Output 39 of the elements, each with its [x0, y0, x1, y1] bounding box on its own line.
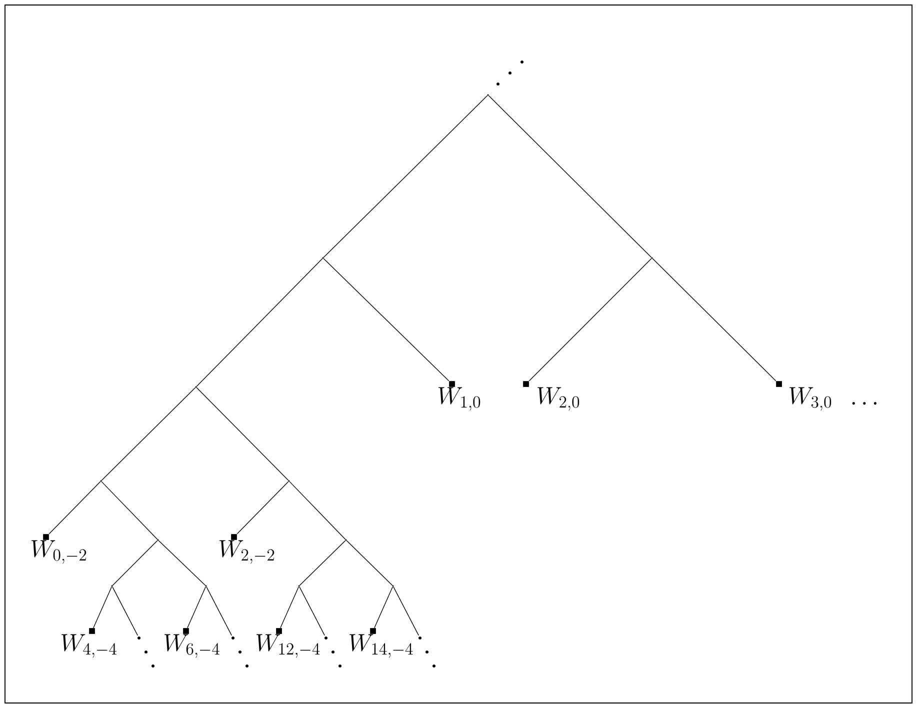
leaf-label: $W_{12,-4}$ — [256, 634, 320, 658]
leaf-label: $W_{3,0}$ — [790, 387, 832, 411]
continuation-dots: $\cdots$ — [852, 402, 876, 405]
continuation-dots — [137, 636, 155, 668]
tree-branch — [393, 586, 420, 636]
tree-branch — [652, 258, 776, 382]
tree-branch — [323, 258, 450, 382]
continuation-dots — [418, 636, 436, 668]
tree-branch — [346, 540, 393, 586]
continuation-dots — [324, 636, 342, 668]
tree-branch — [196, 387, 289, 481]
tree-branch — [289, 481, 346, 540]
leaf-label: $W_{4,-4}$ — [62, 634, 116, 658]
tree-branch — [236, 481, 289, 534]
tree-branch — [93, 586, 112, 628]
tree-branch — [112, 540, 158, 586]
tree-branch — [528, 258, 652, 382]
tree-branch — [101, 481, 158, 540]
leaf-label: $W_{6,-4}$ — [164, 634, 220, 658]
tree-branch — [374, 586, 393, 628]
tree-branch — [196, 258, 323, 387]
tree-branch — [299, 540, 346, 586]
tree-branch — [206, 586, 232, 636]
leaf-label: $W_{14,-4}$ — [350, 634, 413, 658]
tree-branch — [323, 95, 488, 258]
leaf-label: $W_{2,0}$ — [538, 387, 580, 411]
tree-branch — [280, 586, 299, 628]
leaf-label: $W_{0,-2}$ — [32, 540, 86, 564]
tree-branch — [158, 540, 206, 586]
continuation-dots — [496, 60, 524, 86]
tree-branch — [187, 586, 206, 628]
leaf-label: $W_{1,0}$ — [438, 387, 480, 411]
tree-branch — [101, 387, 196, 481]
tree-branch — [112, 586, 138, 636]
tree-branch — [488, 95, 652, 258]
continuation-dots — [231, 636, 249, 668]
tree-branch — [48, 481, 101, 534]
tree-branch — [299, 586, 326, 636]
leaf-label: $W_{2,-2}$ — [220, 540, 274, 564]
